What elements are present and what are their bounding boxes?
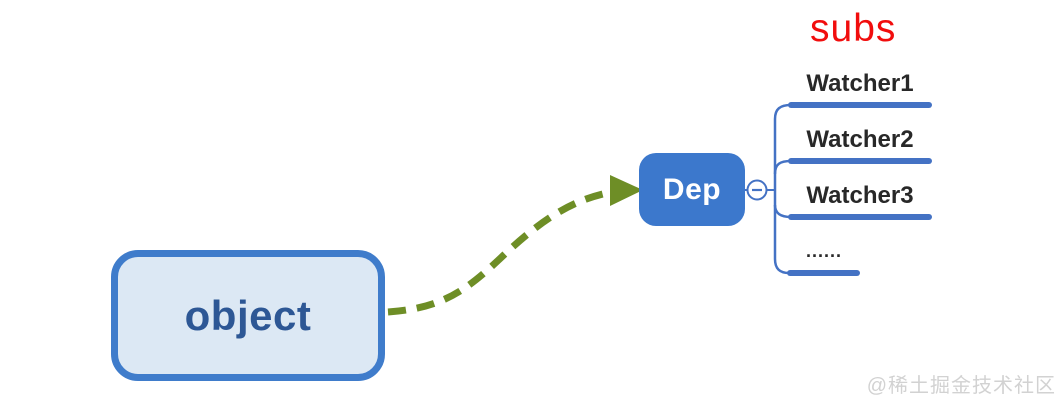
watcher1-label: Watcher1 [806,70,914,97]
watcher3-label: Watcher3 [806,182,914,209]
subs-title: subs [810,7,897,50]
watcher2-label: Watcher2 [806,126,914,153]
arrowhead-icon [610,175,643,206]
bracket-branch-watcher2 [773,159,792,175]
dep-node-label: Dep [662,172,722,206]
dashed-arrow-path [387,189,608,316]
dashed-arrow [387,175,643,316]
watermark: @稀土掘金技术社区 [866,375,1056,397]
collapse-toggle-button[interactable] [746,179,768,201]
object-node-label: object [184,291,312,339]
object-node: object [111,250,385,381]
dep-node: Dep [639,153,745,226]
ellipsis-label: ...... [805,241,842,261]
subs-bracket [744,102,932,276]
